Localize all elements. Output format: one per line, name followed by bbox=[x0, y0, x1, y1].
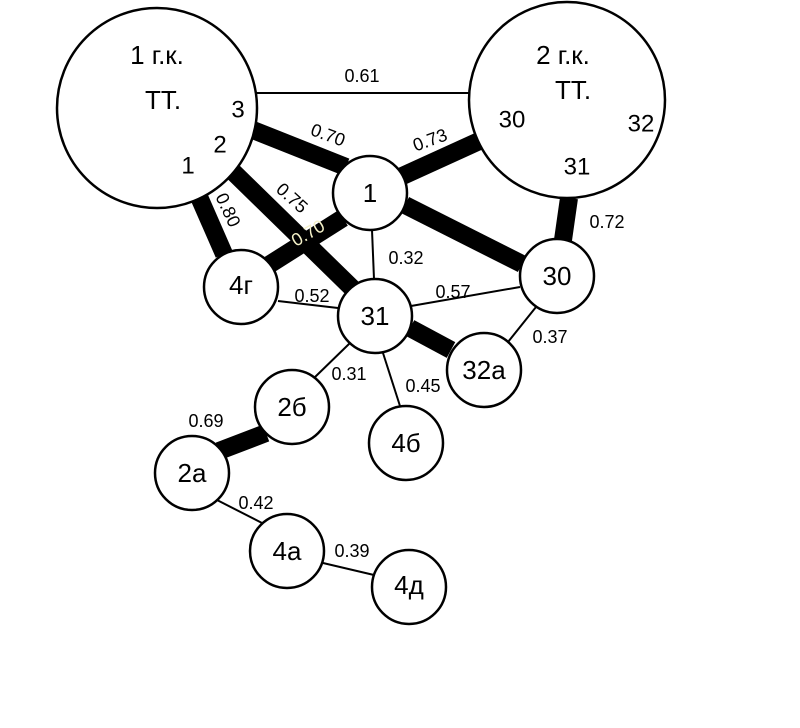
group-2-circle bbox=[467, 0, 667, 200]
node-4d: 4д bbox=[370, 548, 448, 626]
edge-label-n31-n4b: 0.45 bbox=[405, 376, 440, 396]
node-4g-label: 4г bbox=[229, 270, 253, 300]
edge-g1p1-n4g bbox=[187, 186, 233, 258]
node-4d-label: 4д bbox=[394, 570, 424, 600]
edge-label-n2a-n4a: 0.42 bbox=[238, 493, 273, 513]
node-4b: 4б bbox=[367, 404, 445, 482]
group-1-port-3: 3 bbox=[231, 97, 244, 124]
node-4b-label: 4б bbox=[391, 428, 420, 458]
group-2-title: 2 г.к. bbox=[536, 40, 590, 70]
edge-n1-n30 bbox=[400, 196, 527, 273]
group-2-subtitle: ТТ. bbox=[555, 75, 591, 105]
group-2-port-30: 30 bbox=[499, 107, 526, 134]
node-2b: 2б bbox=[253, 368, 331, 446]
edge-n1-n31 bbox=[371, 229, 375, 280]
edge-g1p2-n31 bbox=[215, 154, 359, 295]
group-node-2: 2 г.к. ТТ. 30 32 31 bbox=[467, 0, 667, 200]
group-1-subtitle: ТТ. bbox=[145, 85, 181, 115]
edge-g2p30-n1 bbox=[394, 128, 492, 187]
node-2b-label: 2б bbox=[277, 392, 306, 422]
edge-g2p31-n30 bbox=[554, 196, 578, 242]
node-1-label: 1 bbox=[363, 178, 377, 208]
edge-n2a-n4a bbox=[216, 499, 263, 524]
edges-layer bbox=[187, 92, 578, 576]
node-4a: 4а bbox=[248, 512, 326, 590]
edge-n31-n30 bbox=[410, 286, 521, 307]
edge-n1-n4g bbox=[259, 210, 348, 276]
group-1-title: 1 г.к. bbox=[130, 40, 184, 70]
node-4g: 4г bbox=[202, 248, 280, 326]
edge-n4a-n4d bbox=[322, 562, 375, 576]
group-1-circle bbox=[55, 6, 259, 210]
group-2-port-32: 32 bbox=[628, 111, 655, 138]
node-32a: 32а bbox=[445, 331, 523, 409]
edge-label-n1-n31: 0.32 bbox=[388, 248, 423, 268]
node-32a-label: 32а bbox=[462, 355, 506, 385]
edge-label-n2b-n2a: 0.69 bbox=[188, 411, 223, 431]
node-30-label: 30 bbox=[543, 261, 572, 291]
node-31: 31 bbox=[336, 277, 414, 355]
edge-label-n31-n2b: 0.31 bbox=[331, 364, 366, 384]
edge-n31-n4b bbox=[382, 352, 401, 407]
edge-label-g2p31-n30: 0.72 bbox=[589, 212, 624, 232]
node-1: 1 bbox=[331, 154, 409, 232]
edge-n2b-n2a bbox=[215, 424, 270, 460]
edge-n4g-n31 bbox=[277, 300, 339, 309]
edge-label-n30-n32a: 0.37 bbox=[532, 327, 567, 347]
group-2-port-31: 31 bbox=[564, 154, 591, 181]
edge-label-n4a-n4d: 0.39 bbox=[334, 541, 369, 561]
group-1-port-2: 2 bbox=[213, 132, 226, 159]
node-4a-label: 4а bbox=[273, 536, 302, 566]
edge-g1p3-n1 bbox=[239, 117, 350, 176]
edge-label-n4g-n31: 0.52 bbox=[294, 286, 329, 306]
group-1-port-1: 1 bbox=[181, 153, 194, 180]
edge-label-g1-g2: 0.61 bbox=[344, 66, 379, 86]
edge-n30-n32a bbox=[507, 306, 537, 343]
node-31-label: 31 bbox=[361, 301, 390, 331]
node-2a-label: 2а bbox=[178, 458, 207, 488]
edge-n31-n32a bbox=[405, 320, 456, 358]
edge-label-n31-n30: 0.57 bbox=[435, 282, 470, 302]
edge-n31-n2b bbox=[313, 342, 351, 379]
group-node-1: 1 г.к. ТТ. 3 2 1 bbox=[55, 6, 259, 210]
node-2a: 2а bbox=[153, 434, 231, 512]
nodes-layer: 1 г.к. ТТ. 3 2 1 2 г.к. ТТ. 30 32 31 1 3… bbox=[55, 0, 667, 626]
node-30: 30 bbox=[518, 237, 596, 315]
